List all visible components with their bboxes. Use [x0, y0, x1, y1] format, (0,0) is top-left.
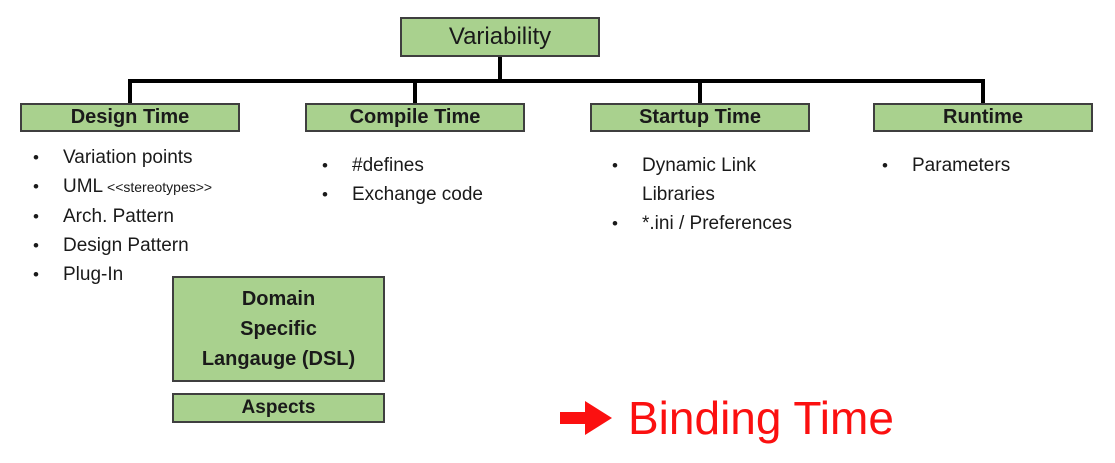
bullet-icon: •	[612, 214, 618, 233]
design-time-list: • Variation points • UML <<stereotypes>> • Ar…	[33, 143, 301, 289]
bullet-icon: •	[322, 185, 328, 204]
bullet-icon: •	[33, 236, 39, 255]
header-label: Runtime	[943, 106, 1023, 128]
aspects-box-label: Aspects	[241, 397, 316, 418]
bullet-icon: •	[612, 156, 618, 175]
bullet-text: *.ini / Preferences	[642, 213, 792, 234]
header-box-compile-time: Compile Time	[305, 103, 525, 132]
bullet-text: Variation points	[63, 147, 193, 168]
header-label: Startup Time	[639, 106, 761, 128]
bullet-text: Exchange code	[352, 184, 483, 205]
right-arrow-icon	[560, 401, 612, 435]
bullet-icon: •	[33, 265, 39, 284]
root-box-variability: Variability	[400, 17, 600, 57]
dsl-box-label: Domain Specific Langauge (DSL)	[201, 288, 356, 370]
bullet-item: • #defines	[322, 151, 552, 180]
runtime-list: • Parameters	[882, 151, 1102, 180]
bullet-text: Design Pattern	[63, 235, 189, 256]
binding-time-label: Binding Time	[628, 392, 894, 444]
startup-time-list: • Dynamic Link Libraries • *.ini / Preferen…	[612, 151, 842, 238]
bullet-icon: •	[322, 156, 328, 175]
bullet-item: • *.ini / Preferences	[612, 209, 842, 238]
bullet-item: • Dynamic Link Libraries	[612, 151, 842, 209]
bullet-text: #defines	[352, 155, 424, 176]
header-box-runtime: Runtime	[873, 103, 1093, 132]
bullet-icon: •	[33, 148, 39, 167]
header-box-startup-time: Startup Time	[590, 103, 810, 132]
header-box-design-time: Design Time	[20, 103, 240, 132]
bullet-icon: •	[33, 207, 39, 226]
bullet-item: • Parameters	[882, 151, 1102, 180]
aspects-box: Aspects	[172, 393, 385, 423]
dsl-box: Domain Specific Langauge (DSL)	[172, 276, 385, 382]
compile-time-list: • #defines • Exchange code	[322, 151, 552, 209]
bullet-text: Plug-In	[63, 264, 124, 285]
header-label: Compile Time	[349, 106, 481, 128]
bullet-item: • Variation points	[33, 143, 301, 172]
root-box-label: Variability	[448, 23, 552, 50]
bullet-text-small: <<stereotypes>>	[103, 179, 213, 195]
bullet-item: • Plug-In	[33, 260, 301, 289]
bullet-text: Parameters	[912, 155, 1011, 176]
bullet-text: UML <<stereotypes>>	[63, 176, 213, 197]
bullet-item: • UML <<stereotypes>>	[33, 172, 301, 202]
header-label: Design Time	[70, 106, 190, 128]
binding-time-annotation: Binding Time	[560, 390, 894, 446]
bullet-text: Dynamic Link Libraries	[642, 155, 757, 205]
bullet-item: • Design Pattern	[33, 231, 301, 260]
bullet-text: Arch. Pattern	[63, 206, 174, 227]
bullet-icon: •	[33, 177, 39, 196]
bullet-icon: •	[882, 156, 888, 175]
bullet-item: • Exchange code	[322, 180, 552, 209]
bullet-item: • Arch. Pattern	[33, 202, 301, 231]
